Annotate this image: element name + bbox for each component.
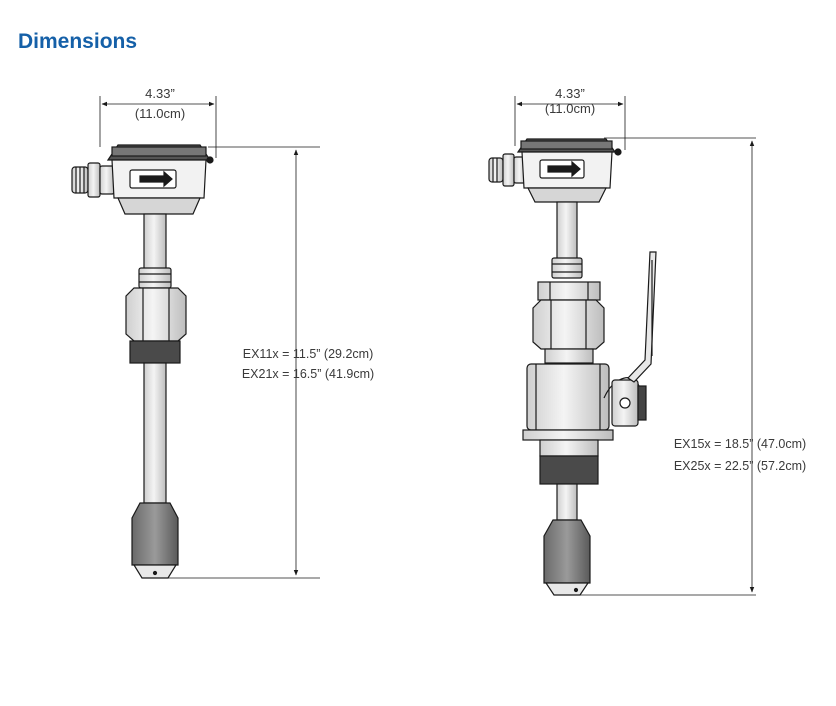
enclosure-right [516,138,622,203]
enclosure-left [106,144,214,215]
height-label-ex25x: EX25x = 22.5” (57.2cm) [674,459,806,473]
height-label-ex11x: EX11x = 11.5” (29.2cm) [243,347,374,361]
meter-left [71,96,320,579]
hex-fitting-right [532,299,605,364]
hex-fitting-left [125,287,187,342]
width-label-in-left: 4.33” [145,86,175,101]
thread-left [129,340,181,364]
height-label-ex15x: EX15x = 18.5” (47.0cm) [674,437,806,451]
width-label-in-right: 4.33” [555,86,585,101]
sensor-tip-left [131,502,179,579]
width-dimension-left [99,96,217,158]
meter-right [488,96,756,596]
ball-valve-right [522,363,614,457]
width-dimension-right [514,96,626,150]
insertion-tube-right [556,483,578,521]
insertion-tube-left [143,362,167,504]
cable-gland-left [71,162,115,198]
valve-handle-right [603,251,657,427]
thread-right [539,455,599,485]
width-label-cm-right: (11.0cm) [545,101,595,116]
height-label-ex21x: EX21x = 16.5” (41.9cm) [242,367,374,381]
page-title: Dimensions [18,30,138,53]
sensor-tip-right [543,519,591,596]
height-dimension-right [580,137,756,596]
stem-right [537,201,601,301]
height-dimension-left [168,146,320,579]
cable-gland-right [488,153,527,187]
stem-left [138,213,172,289]
width-label-cm-left: (11.0cm) [135,106,185,121]
